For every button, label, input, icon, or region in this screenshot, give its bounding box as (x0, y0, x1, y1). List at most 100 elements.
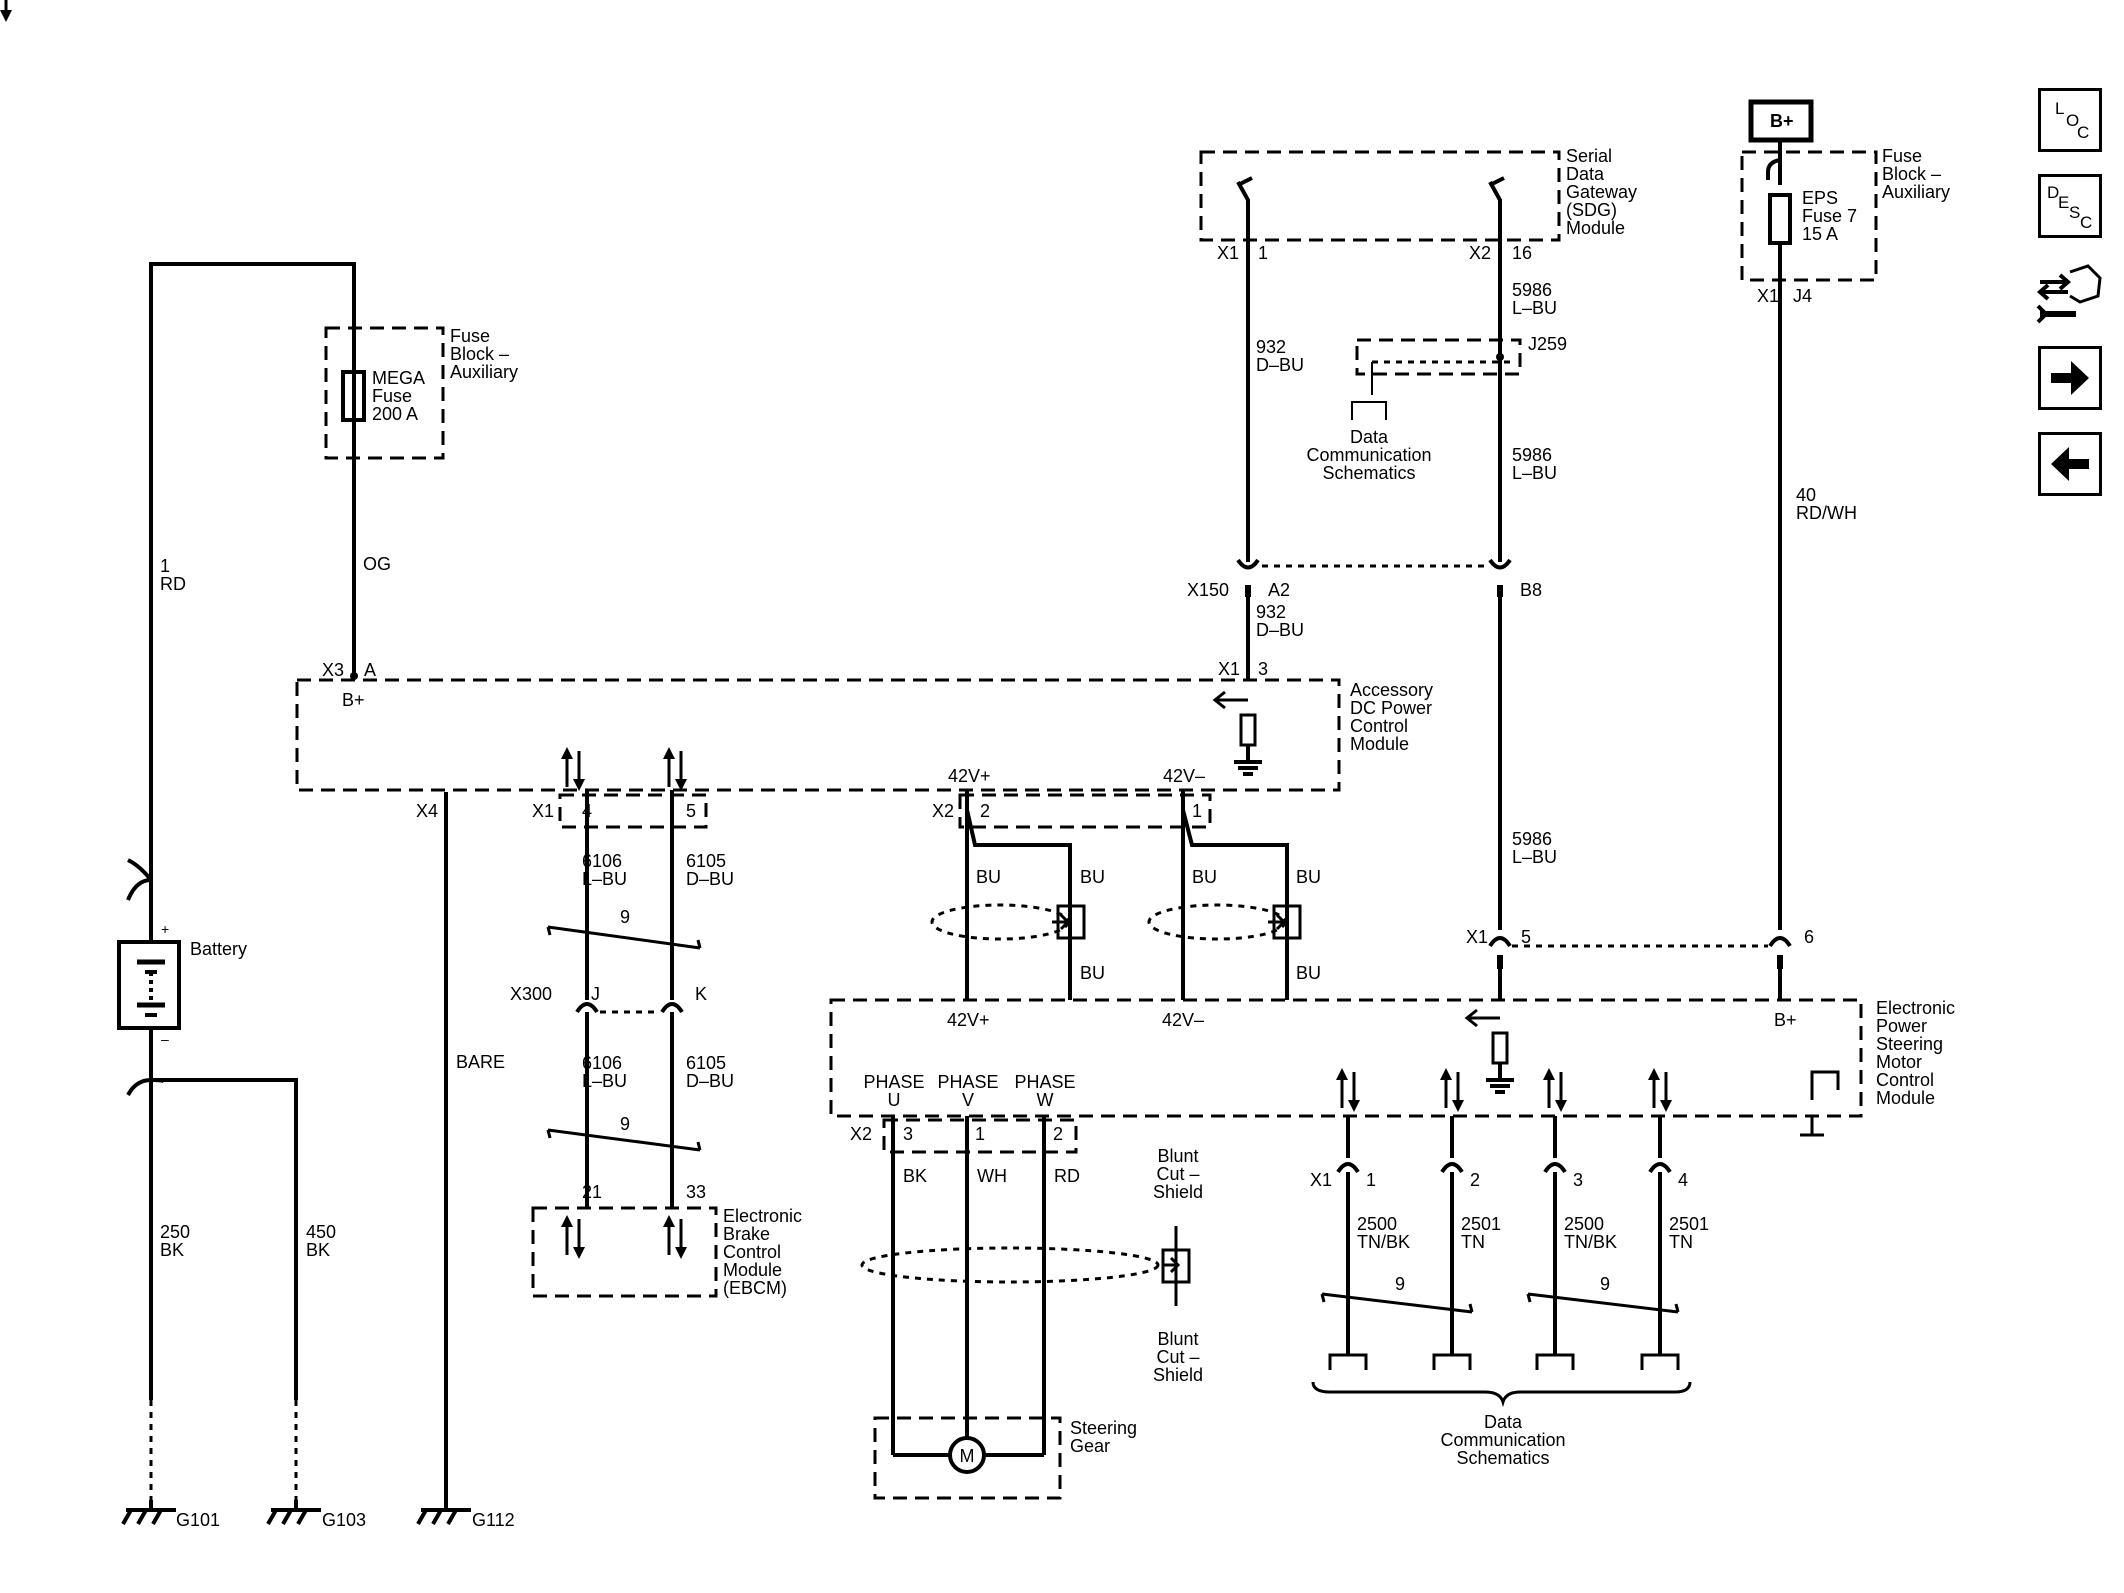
battery-circuit (117, 262, 448, 1500)
svg-text:5: 5 (1521, 927, 1531, 947)
location-button[interactable]: L O C (2038, 88, 2102, 152)
svg-text:G112: G112 (472, 1510, 515, 1530)
svg-text:1: 1 (1192, 801, 1202, 821)
desc-letter-s: S (2069, 203, 2081, 222)
svg-text:42V–: 42V– (1162, 1010, 1204, 1030)
svg-text:9: 9 (1395, 1274, 1405, 1294)
svg-text:1: 1 (1258, 243, 1268, 263)
svg-text:2: 2 (980, 801, 990, 821)
svg-text:21: 21 (582, 1182, 602, 1202)
loc-letter-l: L (2055, 99, 2065, 118)
eps-internal-termination (1464, 1008, 1840, 1137)
svg-text:X1: X1 (1757, 286, 1779, 306)
svg-text:–: – (161, 1031, 169, 1047)
motor-symbol (948, 1436, 986, 1474)
svg-text:6: 6 (1804, 927, 1814, 947)
svg-text:1: 1 (1366, 1170, 1376, 1190)
can-wires-data (1311, 1116, 1692, 1408)
svg-text:X1: X1 (1218, 659, 1240, 679)
x1-eps-connector (1488, 936, 1792, 969)
svg-text:3: 3 (903, 1124, 913, 1144)
svg-text:BU: BU (1080, 963, 1105, 983)
svg-text:X1: X1 (1310, 1170, 1332, 1190)
arrow-left-icon (2051, 447, 2089, 481)
svg-text:BK: BK (903, 1166, 927, 1186)
desc-letter-e: E (2058, 193, 2070, 212)
ground-symbols (121, 1500, 471, 1525)
arrow-right-icon (2051, 361, 2089, 395)
loc-letter-c: C (2077, 123, 2090, 142)
accessory-dc-power-module-box (295, 678, 1341, 792)
svg-text:9: 9 (620, 907, 630, 927)
svg-text:42V+: 42V+ (947, 1010, 990, 1030)
svg-text:16: 16 (1512, 243, 1532, 263)
x150-connector (1236, 558, 1512, 597)
loc-letter-o: O (2066, 111, 2080, 130)
can-wires-ebcm (531, 790, 718, 1298)
svg-text:G103: G103 (322, 1510, 366, 1530)
svg-text:B+: B+ (1774, 1010, 1797, 1030)
svg-text:9: 9 (1600, 1274, 1610, 1294)
svg-text:RD: RD (1054, 1166, 1080, 1186)
next-page-button[interactable] (2038, 346, 2102, 410)
svg-text:+: + (161, 921, 169, 937)
desc-letter-d: D (2047, 183, 2060, 202)
svg-text:B+: B+ (342, 690, 365, 710)
phase-wires (860, 1116, 1191, 1500)
svg-text:J4: J4 (1793, 286, 1812, 306)
svg-text:G101: G101 (176, 1510, 220, 1530)
svg-text:X1: X1 (532, 801, 554, 821)
svg-text:J: J (591, 984, 600, 1004)
svg-text:3: 3 (1258, 659, 1268, 679)
svg-text:BU: BU (1192, 867, 1217, 887)
connector-wrench-icon (2036, 264, 2102, 324)
svg-text:33: 33 (686, 1182, 706, 1202)
svg-text:BU: BU (1296, 963, 1321, 983)
svg-text:9: 9 (620, 1114, 630, 1134)
svg-text:X300: X300 (510, 984, 552, 1004)
connector-wrench-button[interactable] (2036, 262, 2106, 326)
previous-page-button[interactable] (2038, 432, 2102, 496)
description-button[interactable]: D E S C (2038, 174, 2102, 238)
svg-text:OG: OG (363, 554, 391, 574)
svg-text:X3: X3 (322, 660, 344, 680)
sdg-module-box (1199, 150, 1561, 242)
svg-text:2: 2 (1470, 1170, 1480, 1190)
svg-text:X4: X4 (416, 801, 438, 821)
svg-text:BARE: BARE (456, 1052, 505, 1072)
svg-text:1: 1 (975, 1124, 985, 1144)
svg-text:X1: X1 (1466, 927, 1488, 947)
svg-text:X2: X2 (932, 801, 954, 821)
sdg-switches (1236, 176, 1505, 216)
svg-text:X2: X2 (1469, 243, 1491, 263)
svg-text:2: 2 (1053, 1124, 1063, 1144)
